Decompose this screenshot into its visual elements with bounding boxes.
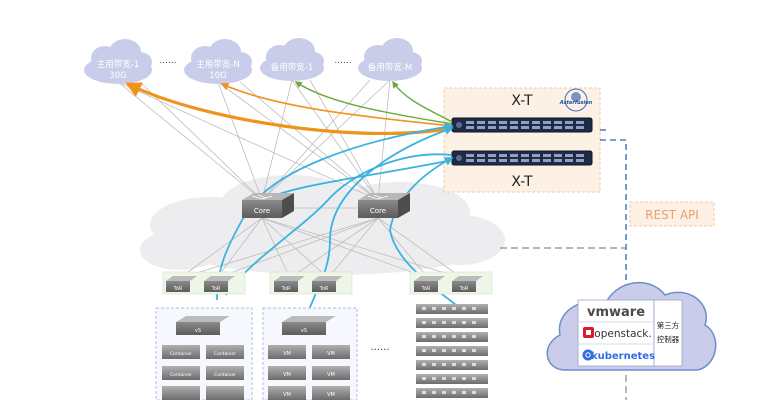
tor-1b-label: ToR xyxy=(211,286,221,292)
container-pod xyxy=(155,307,253,400)
vm-label: VM xyxy=(283,351,291,357)
core-1-label: Core xyxy=(254,207,270,215)
openstack-icon xyxy=(583,327,594,338)
bandwidth-cloud-4 xyxy=(358,38,422,81)
vm-label: VM xyxy=(283,372,291,378)
cloud-4-label: 备用带宽-M xyxy=(368,62,412,73)
cloud-1-label-line1: 主用带宽-1 xyxy=(97,59,139,70)
tor-3a-label: ToR xyxy=(421,286,431,292)
cloud-ellipsis-1: ...... xyxy=(159,56,176,66)
cloud-ellipsis-2: ...... xyxy=(334,56,351,66)
server-rack-stack xyxy=(416,304,488,398)
bandwidth-cloud-2 xyxy=(184,39,252,84)
openstack-logo: openstack. xyxy=(594,328,651,340)
container-label: Container xyxy=(170,351,192,357)
controller-label-line1: 第三方 xyxy=(657,320,680,330)
kubernetes-logo: kubernetes xyxy=(591,351,655,362)
vm-label: VM xyxy=(283,392,291,398)
cloud-2-label-line2: 10G xyxy=(209,71,226,81)
cloud-2-label-line1: 主用带宽-N xyxy=(196,59,239,70)
xt-switch-bottom xyxy=(451,150,593,166)
backup-bandwidth-arrows xyxy=(294,80,453,125)
tor-group-2 xyxy=(269,271,353,295)
rest-api-label: REST API xyxy=(645,208,699,222)
control-gray-dashed-line xyxy=(500,247,627,400)
vm-label: VM xyxy=(327,372,335,378)
tor-1a-label: ToR xyxy=(173,286,183,292)
vm-label: VM xyxy=(327,351,335,357)
core-switch-1 xyxy=(242,193,294,218)
tor-group-3 xyxy=(409,271,493,295)
asterfusion-logo: Asterfusion xyxy=(559,88,593,112)
xt-panel xyxy=(443,87,601,193)
tor-2a-label: ToR xyxy=(281,286,291,292)
vm-label: VM xyxy=(327,392,335,398)
tor-3b-label: ToR xyxy=(459,286,469,292)
pod1-vs-label: vS xyxy=(195,328,201,334)
container-label: Container xyxy=(170,372,192,378)
controller-label-line2: 控制器 xyxy=(657,334,680,344)
cloud-3-label: 备用带宽-1 xyxy=(271,62,313,73)
xt-label-top: X-T xyxy=(511,93,533,109)
xt-switch-top xyxy=(451,117,593,133)
bandwidth-cloud-1 xyxy=(84,39,152,84)
tor-group-1 xyxy=(162,271,246,295)
bandwidth-cloud-3 xyxy=(260,38,324,81)
core-tor-mesh-lines xyxy=(179,207,463,279)
vmware-logo: vmware xyxy=(587,305,645,320)
core-switch-2 xyxy=(358,193,410,218)
pod-ellipsis: ...... xyxy=(370,342,389,353)
xt-label-bottom: X-T xyxy=(511,174,533,190)
pod2-vs-label: vS xyxy=(301,328,307,334)
svg-text:Asterfusion: Asterfusion xyxy=(559,100,593,106)
vm-pod xyxy=(262,307,358,400)
rest-api-box xyxy=(629,201,715,227)
container-label: Container xyxy=(214,372,236,378)
cloud-1-label-line2: 30G xyxy=(109,71,126,81)
tor-2b-label: ToR xyxy=(319,286,329,292)
kubernetes-icon xyxy=(582,349,594,361)
container-label: Container xyxy=(214,351,236,357)
core-2-label: Core xyxy=(370,207,386,215)
control-dashed-lines xyxy=(600,129,627,290)
